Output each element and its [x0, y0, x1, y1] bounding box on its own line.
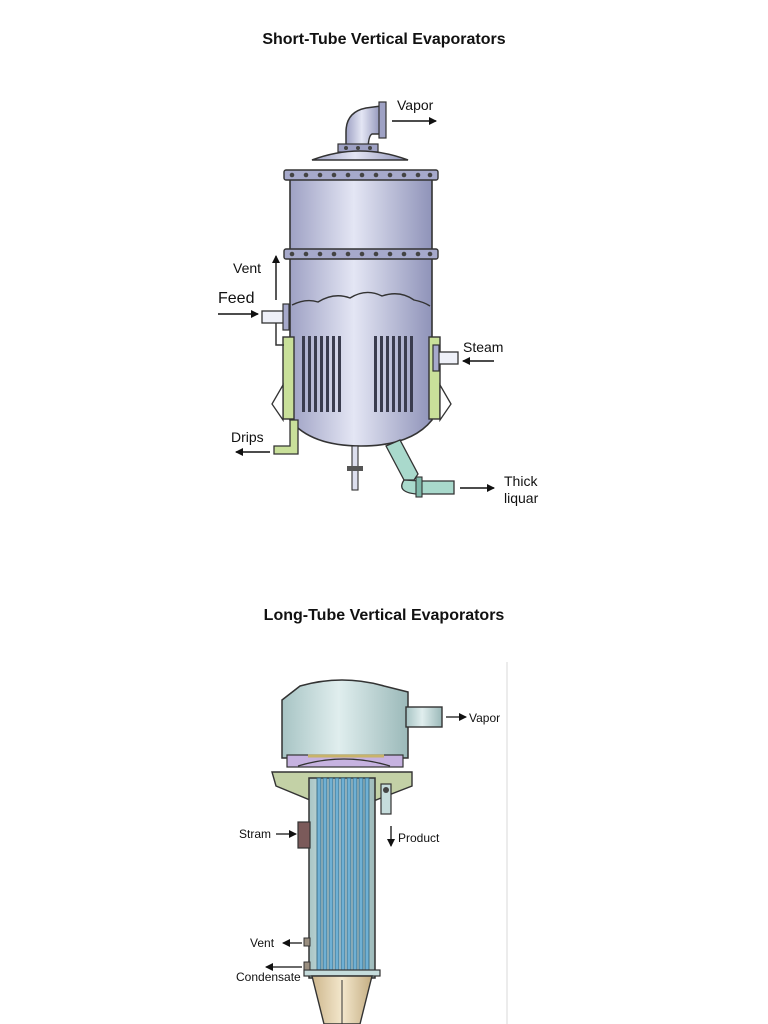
long-tube-evaporator: Vapor Stram Product Vent Condensate [236, 679, 500, 1024]
label-vapor: Vapor [469, 711, 500, 725]
product-outlet [380, 783, 392, 815]
label-stram: Stram [239, 827, 271, 841]
bottom-drain [347, 445, 363, 491]
label-vent: Vent [233, 260, 261, 276]
tube-bundle [316, 777, 370, 977]
drips-pipe [273, 419, 299, 455]
vapor-head [281, 679, 409, 759]
steam-inlet [297, 821, 311, 849]
label-thick: Thick [504, 473, 538, 489]
steam-pipe [432, 344, 459, 372]
liquid-surface [291, 291, 431, 307]
label-product: Product [398, 831, 440, 845]
label-steam: Steam [463, 339, 503, 355]
label-feed: Feed [218, 290, 254, 307]
long-tube-title: Long-Tube Vertical Evaporators [263, 607, 505, 624]
label-condensate: Condensate [236, 970, 301, 984]
label-vapor: Vapor [397, 97, 434, 113]
tube-bundle [302, 336, 413, 412]
short-tube-title: Short-Tube Vertical Evaporators [262, 31, 506, 48]
label-drips: Drips [231, 429, 264, 445]
steam-jacket-left [282, 336, 295, 420]
feed-pipe [261, 303, 290, 346]
short-tube-evaporator: Vapor Vent Feed Steam Drips Thick liquar [218, 97, 539, 506]
label-liquar: liquar [504, 490, 539, 506]
label-vent: Vent [250, 936, 275, 950]
thick-liquor-outlet [385, 439, 455, 498]
bottom-flange [303, 969, 381, 977]
steam-jacket-right [428, 336, 441, 420]
vapor-outlet-elbow [311, 101, 409, 161]
evaporator-shell [289, 171, 433, 447]
vapor-nozzle [405, 706, 443, 728]
